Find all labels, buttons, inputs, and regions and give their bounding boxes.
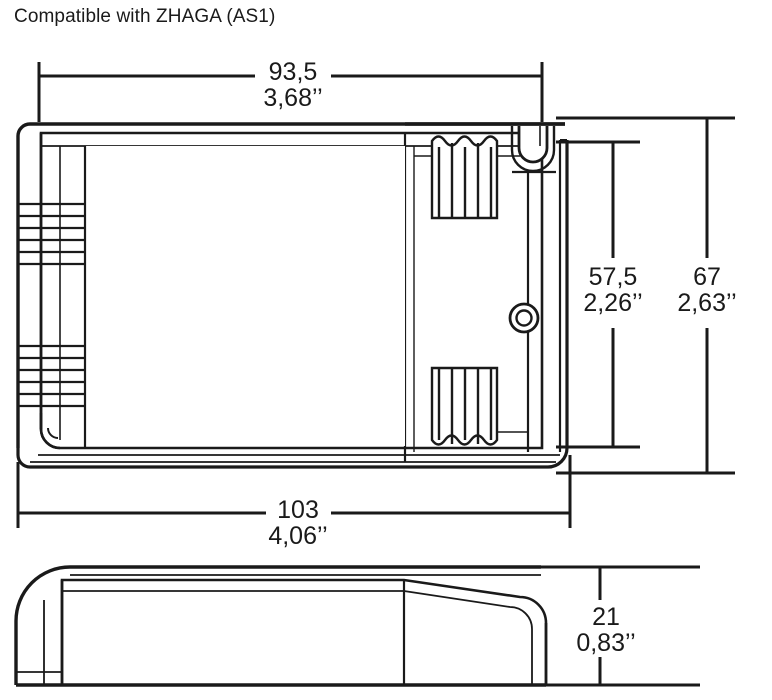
dimension-overall-height-inch: 2,63’’ (677, 289, 736, 317)
dimension-side-thickness: 21 0,83’’ (541, 565, 700, 687)
top-view (16, 122, 569, 469)
mounting-tab-bottom-left (39, 413, 61, 450)
dimension-inner-height-mm: 57,5 (589, 263, 638, 291)
dimension-overall-length: 103 4,06’’ (16, 455, 572, 550)
terminal-block-lower (430, 366, 528, 446)
dimension-top-width-inch: 3,68’’ (263, 84, 322, 112)
page-title: Compatible with ZHAGA (AS1) (14, 6, 276, 27)
zhaga-slot-icon (510, 126, 556, 174)
cooling-fins-left (18, 133, 85, 440)
dimension-inner-height-inch: 2,26’’ (583, 289, 642, 317)
terminal-block-upper (414, 135, 520, 220)
side-view (14, 565, 548, 687)
dimension-overall-length-inch: 4,06’’ (268, 522, 327, 550)
dimension-overall-height: 67 2,63’’ (556, 116, 737, 475)
dimension-inner-height: 57,5 2,26’’ (556, 140, 643, 449)
dimension-top-width: 93,5 3,68’’ (37, 58, 544, 122)
dimension-overall-length-mm: 103 (277, 496, 319, 524)
dimension-side-thickness-mm: 21 (592, 603, 620, 631)
dimension-overall-height-mm: 67 (693, 263, 721, 291)
dimension-top-width-mm: 93,5 (269, 58, 318, 86)
mounting-hole-icon (508, 302, 540, 334)
dimension-side-thickness-inch: 0,83’’ (576, 629, 635, 657)
